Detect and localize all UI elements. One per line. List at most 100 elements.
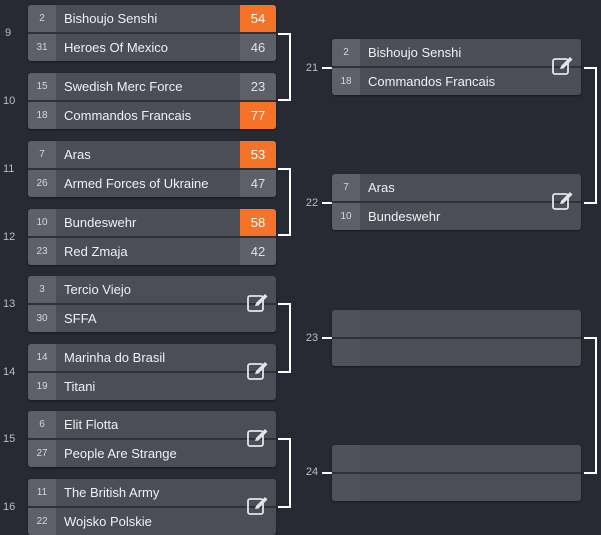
score: 53: [240, 141, 276, 168]
edit-icon[interactable]: [551, 55, 575, 77]
team-name: Bundeswehr: [368, 209, 441, 224]
score: 23: [240, 73, 276, 100]
team-row[interactable]: 3 Tercio Viejo: [28, 276, 276, 303]
team-row[interactable]: 11 The British Army: [28, 479, 276, 506]
team-name: Aras: [368, 180, 395, 195]
team-name: Heroes Of Mexico: [64, 40, 169, 55]
seed: 7: [28, 141, 56, 168]
team-name: The British Army: [64, 485, 160, 500]
team-row[interactable]: [332, 445, 581, 472]
team-name: Red Zmaja: [64, 244, 128, 259]
seed: 10: [332, 203, 360, 230]
score: 54: [240, 5, 276, 32]
seed: 15: [28, 73, 56, 100]
team-row[interactable]: 14 Marinha do Brasil: [28, 344, 276, 371]
team-row[interactable]: 2 Bishoujo Senshi: [332, 39, 581, 66]
match-number: 14: [3, 366, 16, 378]
match-number: 21: [305, 62, 319, 74]
match-card[interactable]: 6 Elit Flotta 27 People Are Strange: [28, 411, 276, 467]
divider: [28, 32, 276, 34]
team-name: Commandos Francais: [64, 108, 192, 123]
seed: [332, 445, 360, 472]
match-card[interactable]: 11 The British Army 22 Wojsko Polskie: [28, 479, 276, 535]
match-card[interactable]: 2 Bishoujo Senshi 54 31 Heroes Of Mexico…: [28, 5, 276, 61]
team-row[interactable]: 2 Bishoujo Senshi 54: [28, 5, 276, 32]
edit-icon[interactable]: [551, 190, 575, 212]
seed: 6: [28, 411, 56, 438]
seed: [332, 339, 360, 366]
match-card[interactable]: 10 Bundeswehr 58 23 Red Zmaja 42: [28, 209, 276, 265]
seed: 27: [28, 440, 56, 467]
team-row[interactable]: 31 Heroes Of Mexico 46: [28, 34, 276, 61]
seed: 23: [28, 238, 56, 265]
match-number: 10: [3, 95, 16, 107]
divider: [28, 371, 276, 373]
match-card[interactable]: 2 Bishoujo Senshi 18 Commandos Francais: [332, 39, 581, 95]
match-number: 13: [3, 298, 16, 310]
seed: 31: [28, 34, 56, 61]
seed: 26: [28, 170, 56, 197]
divider: [332, 201, 581, 203]
score: 58: [240, 209, 276, 236]
score: 46: [240, 34, 276, 61]
team-row[interactable]: 27 People Are Strange: [28, 440, 276, 467]
seed: 18: [332, 68, 360, 95]
match-card[interactable]: [332, 310, 581, 366]
team-name: Titani: [64, 379, 96, 394]
team-row[interactable]: 10 Bundeswehr: [332, 203, 581, 230]
match-card[interactable]: 7 Aras 10 Bundeswehr: [332, 174, 581, 230]
edit-icon[interactable]: [246, 360, 270, 382]
team-row[interactable]: 10 Bundeswehr 58: [28, 209, 276, 236]
team-row[interactable]: [332, 339, 581, 366]
divider: [28, 438, 276, 440]
team-row[interactable]: [332, 474, 581, 501]
divider: [28, 506, 276, 508]
score: 42: [240, 238, 276, 265]
team-name: People Are Strange: [64, 446, 177, 461]
team-name: Armed Forces of Ukraine: [64, 176, 209, 191]
team-name: Swedish Merc Force: [64, 79, 183, 94]
team-row[interactable]: 23 Red Zmaja 42: [28, 238, 276, 265]
match-card[interactable]: 14 Marinha do Brasil 19 Titani: [28, 344, 276, 400]
match-number: 15: [3, 433, 16, 445]
seed: 7: [332, 174, 360, 201]
score: 77: [240, 102, 276, 129]
match-number: 16: [3, 501, 16, 513]
divider: [28, 303, 276, 305]
seed: 19: [28, 373, 56, 400]
edit-icon[interactable]: [246, 427, 270, 449]
match-number: 22: [305, 197, 319, 209]
divider: [332, 337, 581, 339]
team-row[interactable]: 7 Aras 53: [28, 141, 276, 168]
divider: [332, 66, 581, 68]
match-card[interactable]: 7 Aras 53 26 Armed Forces of Ukraine 47: [28, 141, 276, 197]
team-row[interactable]: 26 Armed Forces of Ukraine 47: [28, 170, 276, 197]
match-card[interactable]: [332, 445, 581, 501]
match-number: 24: [305, 466, 319, 478]
team-row[interactable]: 15 Swedish Merc Force 23: [28, 73, 276, 100]
team-row[interactable]: [332, 310, 581, 337]
seed: 11: [28, 479, 56, 506]
team-row[interactable]: 7 Aras: [332, 174, 581, 201]
team-row[interactable]: 22 Wojsko Polskie: [28, 508, 276, 535]
seed: 2: [28, 5, 56, 32]
match-card[interactable]: 15 Swedish Merc Force 23 18 Commandos Fr…: [28, 73, 276, 129]
match-number: 9: [5, 27, 12, 39]
match-number: 11: [3, 163, 15, 175]
team-name: Marinha do Brasil: [64, 350, 166, 365]
team-name: Elit Flotta: [64, 417, 119, 432]
match-card[interactable]: 3 Tercio Viejo 30 SFFA: [28, 276, 276, 332]
seed: 2: [332, 39, 360, 66]
edit-icon[interactable]: [246, 495, 270, 517]
team-row[interactable]: 18 Commandos Francais 77: [28, 102, 276, 129]
seed: 3: [28, 276, 56, 303]
team-name: Commandos Francais: [368, 74, 496, 89]
team-row[interactable]: 6 Elit Flotta: [28, 411, 276, 438]
team-row[interactable]: 19 Titani: [28, 373, 276, 400]
divider: [28, 168, 276, 170]
edit-icon[interactable]: [246, 292, 270, 314]
team-name: Tercio Viejo: [64, 282, 131, 297]
team-row[interactable]: 18 Commandos Francais: [332, 68, 581, 95]
team-name: SFFA: [64, 311, 97, 326]
team-row[interactable]: 30 SFFA: [28, 305, 276, 332]
